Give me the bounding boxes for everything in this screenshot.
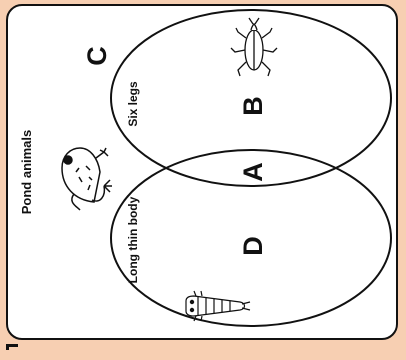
set-label-long-thin-body: Long thin body bbox=[126, 196, 140, 283]
region-letter-outside: C bbox=[82, 46, 112, 66]
region-letter-six-legs-only: B bbox=[238, 96, 268, 116]
set-label-six-legs: Six legs bbox=[126, 81, 140, 127]
diagram-title: Pond animals bbox=[19, 130, 34, 215]
venn-diagram: Pond animals Six legs Long thin body C B… bbox=[8, 6, 398, 340]
region-letter-overlap: A bbox=[238, 162, 268, 182]
diagram-card: Pond animals Six legs Long thin body C B… bbox=[6, 4, 398, 340]
frog-icon bbox=[62, 148, 112, 210]
larva-icon bbox=[186, 291, 250, 321]
water-beetle-icon bbox=[231, 18, 277, 76]
page-corner-mark bbox=[6, 344, 18, 350]
region-letter-long-thin-body-only: D bbox=[238, 236, 268, 256]
